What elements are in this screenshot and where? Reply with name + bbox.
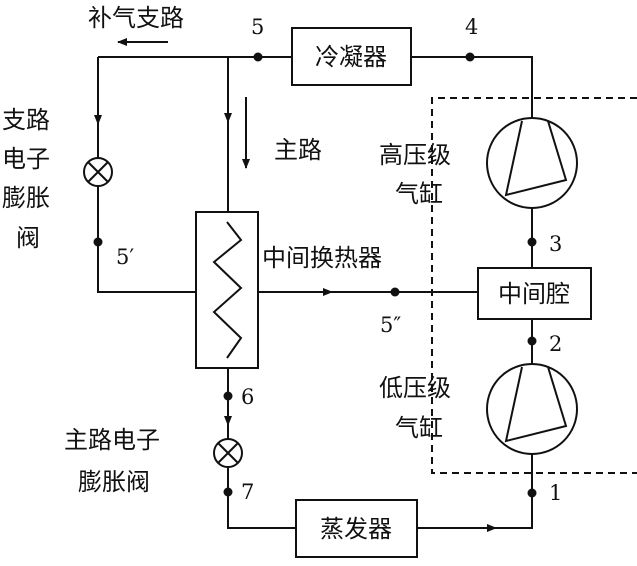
supplement-branch-label: 补气支路 (88, 4, 184, 32)
node-1 (527, 488, 537, 498)
state-point-4: 4 (465, 15, 478, 39)
node-3 (527, 237, 537, 247)
high-cylinder-symbol (504, 120, 568, 197)
hx-coil (212, 221, 243, 359)
low-stage-label-line2: 气缸 (395, 414, 443, 442)
compressor-boundary (431, 97, 637, 474)
main-eev-cross-b (217, 442, 239, 464)
pipe-evaporator-to-main-valve (227, 468, 296, 529)
intermediate-chamber-label: 中间腔 (498, 280, 570, 308)
state-point-2: 2 (549, 332, 562, 356)
condenser-box (291, 27, 412, 86)
state-point-6: 6 (241, 385, 254, 409)
state-point-5-prime: 5′ (116, 245, 134, 269)
intermediate-chamber-box (477, 267, 592, 320)
node-4 (465, 52, 475, 62)
node-5-prime (93, 237, 103, 247)
high-stage-cylinder (486, 117, 578, 209)
low-stage-label-line1: 低压级 (379, 374, 451, 402)
low-cylinder-symbol (504, 366, 568, 443)
pipe-branch-valve-to-hx (97, 186, 196, 293)
main-path-label: 主路 (274, 136, 322, 164)
main-eev-label-line2: 膨胀阀 (78, 468, 150, 496)
node-5-double-prime (390, 287, 400, 297)
node-6 (223, 391, 233, 401)
branch-eev-label-line1: 支路 (2, 106, 50, 134)
low-stage-cylinder (486, 363, 578, 455)
high-stage-label-line1: 高压级 (379, 141, 451, 169)
evaporator-label: 蒸发器 (320, 515, 392, 543)
main-eev-label-line1: 主路电子 (64, 426, 160, 454)
evaporator-box (295, 499, 418, 558)
state-point-1: 1 (549, 481, 562, 505)
node-7 (223, 487, 233, 497)
branch-eev-label-line4: 阀 (16, 224, 40, 252)
state-point-3: 3 (549, 232, 562, 256)
pipe-low-cylinder-to-evaporator (417, 453, 533, 529)
branch-eev-label-line3: 膨胀 (2, 184, 50, 212)
pipe-condenser-to-high-cylinder (411, 56, 533, 118)
branch-eev-cross-b (87, 161, 109, 183)
high-stage-label-line2: 气缸 (395, 180, 443, 208)
node-5 (253, 52, 263, 62)
intermediate-hx-box (195, 211, 259, 369)
state-point-5: 5 (251, 15, 264, 39)
branch-eev-label-line2: 电子 (2, 145, 50, 173)
state-point-5-double-prime: 5″ (380, 313, 401, 337)
state-point-7: 7 (241, 480, 254, 504)
intermediate-hx-label: 中间换热器 (262, 244, 382, 272)
node-2 (527, 336, 537, 346)
condenser-label: 冷凝器 (315, 43, 387, 71)
